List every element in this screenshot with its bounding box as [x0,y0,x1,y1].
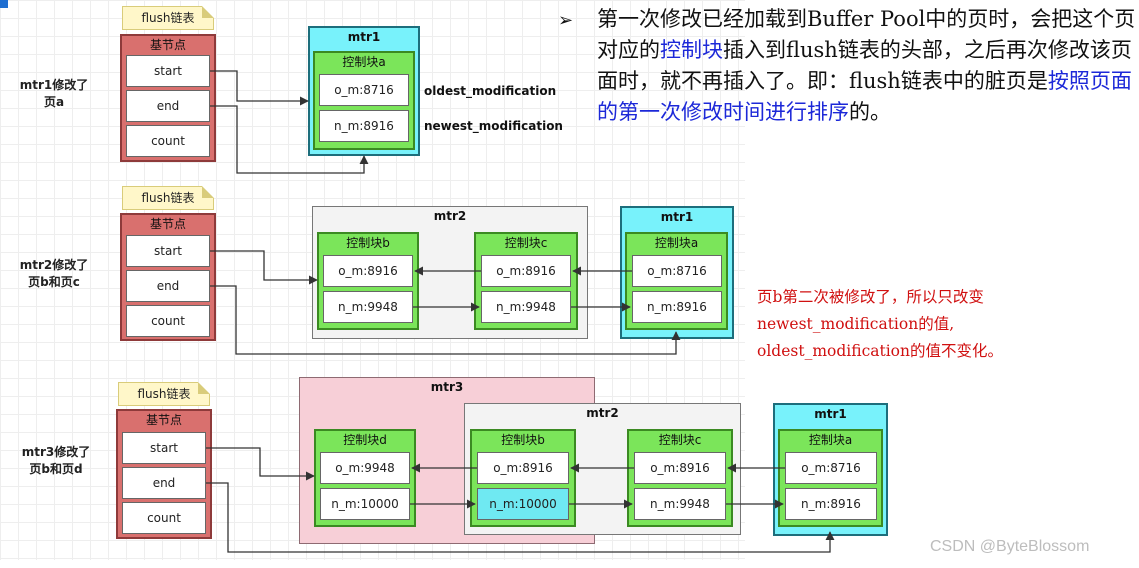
count-field: count [126,305,210,337]
mtr1-title: mtr1 [660,210,694,224]
newest-modification-cell: n_m:10000 [320,488,410,520]
count-field: count [122,502,206,534]
block-title: 控制块b [501,433,545,447]
newest-modification-cell: n_m:9948 [323,291,413,323]
flush-list-tag: flush链表 [118,382,210,406]
oldest-modification-label: oldest_modification [424,84,557,98]
oldest-modification-cell: o_m:8716 [632,255,722,287]
flush-list-tag: flush链表 [122,186,214,210]
row-label: mtr3修改了页b和页d [21,445,91,476]
block-title: 控制块d [343,433,387,447]
annotation-note: 页b第二次被修改了，所以只改变 newest_modification的值, o… [757,288,1003,360]
start-field: start [122,432,206,464]
newest-modification-cell: n_m:9948 [481,291,571,323]
description-paragraph: 第一次修改已经加载到Buffer Pool中的页时，会把这个页对应的控制块插入到… [597,4,1137,128]
base-node-title: 基节点 [149,38,186,52]
oldest-modification-cell: o_m:9948 [320,452,410,484]
start-field: start [126,235,210,267]
end-pointer [210,285,681,355]
watermark: CSDN @ByteBlossom [930,538,1090,555]
block-title: 控制块c [658,433,702,447]
mtr3-title: mtr3 [430,380,464,394]
mtr1-title: mtr1 [347,30,381,44]
block-title: 控制块a [342,55,386,69]
highlight-text: 按照页面的第一次修改时间进行排序 [597,69,1132,124]
newest-modification-label: newest_modification [424,119,563,133]
end-field: end [126,270,210,302]
mtr2-title: mtr2 [433,209,467,223]
newest-modification-cell: n_m:9948 [634,488,726,520]
end-field: end [122,467,206,499]
oldest-modification-cell: o_m:8916 [481,255,571,287]
newest-modification-cell: n_m:8916 [785,488,877,520]
mtr2-title: mtr2 [586,406,619,420]
description-text: 第一次修改已经加载到Buffer Pool中的页时，会把这个页对应的 [597,7,1136,62]
row-label: mtr1修改了页a [19,78,89,109]
mtr1-title: mtr1 [814,407,847,421]
newest-modification-cell: n_m:8916 [319,110,409,142]
flush-list-tag: flush链表 [122,6,214,30]
description-text: 插入到flush链表的头部，之后再次修改该页面时，就不再插入了。即：flush链… [597,38,1132,93]
oldest-modification-cell: o_m:8716 [319,74,409,106]
start-pointer [206,447,315,481]
description-text: 的。 [849,100,891,124]
block-title: 控制块b [346,236,390,250]
base-node-title: 基节点 [145,413,182,427]
start-pointer [210,70,309,106]
block-title: 控制块a [808,433,853,447]
block-title: 控制块a [654,236,699,250]
updated-newest-modification-cell: n_m:10000 [477,488,569,520]
end-field: end [126,90,210,122]
oldest-modification-cell: o_m:8916 [477,452,569,484]
oldest-modification-cell: o_m:8916 [634,452,726,484]
oldest-modification-cell: o_m:8916 [323,255,413,287]
row-label: mtr2修改了页b和页c [19,258,89,289]
start-pointer [210,250,318,285]
end-pointer [206,482,835,553]
highlight-text: 控制块 [660,38,723,62]
start-field: start [126,55,210,87]
end-pointer [210,105,369,174]
base-node-title: 基节点 [149,217,186,231]
newest-modification-cell: n_m:8916 [632,291,722,323]
bullet-arrow-icon: ➢ [558,10,574,31]
count-field: count [126,125,210,157]
block-title: 控制块c [504,236,548,250]
oldest-modification-cell: o_m:8716 [785,452,877,484]
corner-marker [0,0,8,8]
